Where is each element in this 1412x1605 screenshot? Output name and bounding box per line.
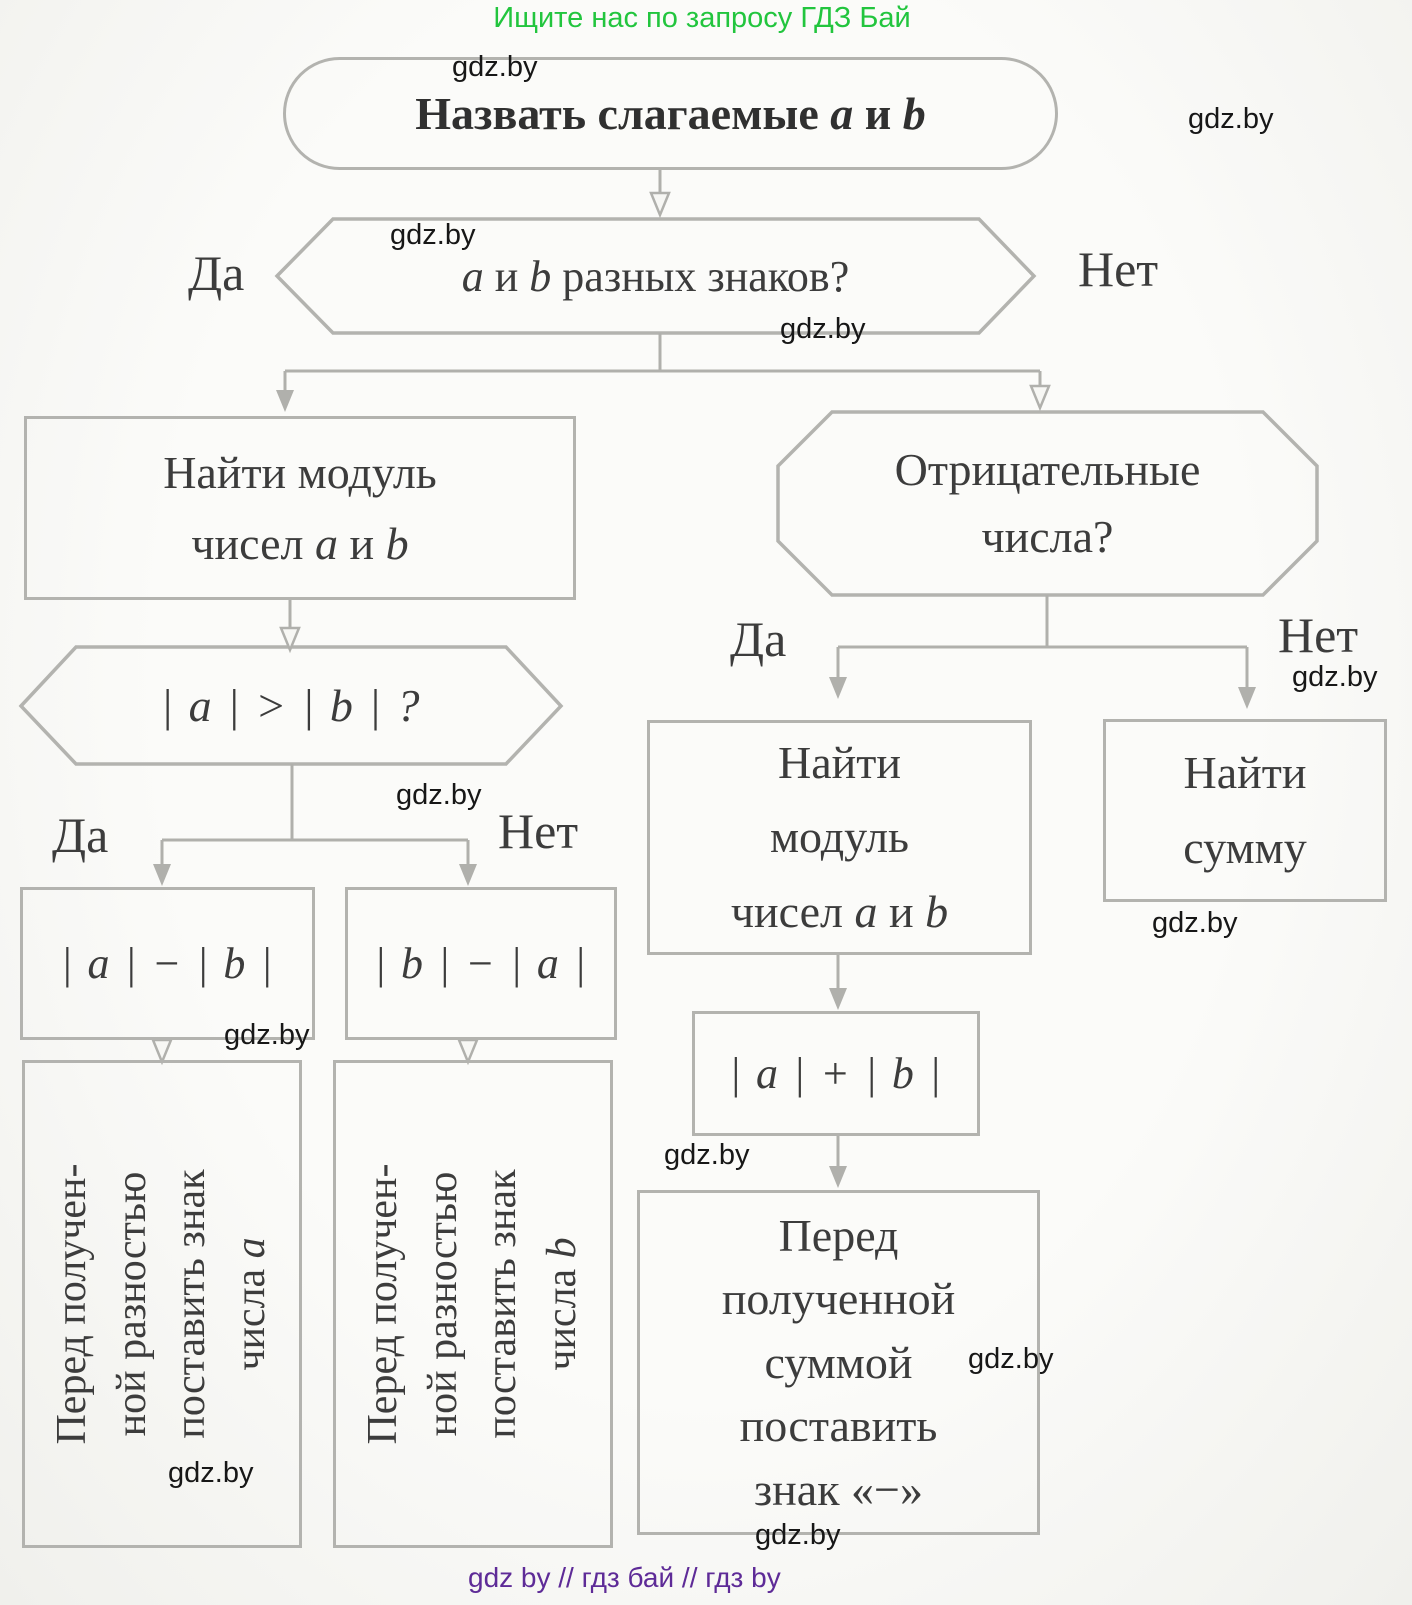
result-diff-b-box: | b | − | a | <box>345 887 617 1040</box>
watermark-inside-final-box: gdz.by <box>968 1343 1054 1375</box>
process-find-modules-left: Найти модуль чисел a и b <box>24 416 576 600</box>
result-sum-box: | a | + | b | <box>692 1011 980 1136</box>
yes-label-compare: Да <box>52 807 109 863</box>
decision-negative-octagon <box>776 410 1319 597</box>
yes-label-signs: Да <box>188 245 245 301</box>
no-label-negative: Нет <box>1278 607 1359 663</box>
process-find-modules-right: Найти модуль чисел a и b <box>647 720 1032 955</box>
diff-a-expression: | a | − | b | <box>60 939 275 988</box>
decision-negative-label: Отрицательные числа? <box>894 443 1201 562</box>
decision-signs-label: a и b разных знаков? <box>461 251 850 301</box>
watermark-mid-left: gdz.by <box>396 779 482 811</box>
watermark-start-box: gdz.by <box>452 51 538 83</box>
diff-b-expression: | b | − | a | <box>373 939 589 988</box>
watermark-under-no-negative: gdz.by <box>1292 661 1378 693</box>
compare-expression: | a | > | b | ? <box>160 680 422 731</box>
final-minus-sign-box: Перед полученной суммой поставить знак «… <box>637 1190 1040 1535</box>
decision-compare-label: | a | > | b | ? <box>21 647 561 764</box>
yes-label-negative: Да <box>730 611 787 667</box>
sign-of-a-box: Перед получен- ной разностью поставить з… <box>22 1060 302 1548</box>
watermark-hexagon-signs: gdz.by <box>390 219 476 251</box>
watermark-left-of-plus-box: gdz.by <box>664 1139 750 1171</box>
start-label: Назвать слагаемые a и b <box>415 88 926 139</box>
watermark-inside-sign-a-box: gdz.by <box>168 1457 254 1489</box>
watermark-below-hexagon-signs: gdz.by <box>780 313 866 345</box>
watermark-top-right: gdz.by <box>1188 103 1274 135</box>
result-diff-a-box: | a | − | b | <box>20 887 315 1040</box>
sign-of-b-box: Перед получен- ной разностью поставить з… <box>333 1060 613 1548</box>
watermark-below-diff-a: gdz.by <box>224 1019 310 1051</box>
no-label-signs: Нет <box>1078 241 1159 297</box>
decision-compare-hexagon <box>18 645 564 766</box>
process-find-modules-left-line2: чисел a и b <box>191 518 409 569</box>
decision-signs-hexagon <box>274 217 1037 335</box>
watermark-below-sum-box: gdz.by <box>1152 907 1238 939</box>
connector-arrowheads <box>151 191 1256 1188</box>
process-find-sum-box: Найти сумму <box>1103 719 1387 902</box>
decision-shape-outlines <box>18 217 1319 766</box>
no-label-compare: Нет <box>498 803 579 859</box>
start-node: Назвать слагаемые a и b <box>283 57 1058 170</box>
watermark-below-final-box: gdz.by <box>755 1519 841 1551</box>
promo-banner: Ищите нас по запросу ГДЗ Бай <box>493 2 911 34</box>
process-find-modules-left-line1: Найти модуль <box>163 446 437 498</box>
footer-watermark: gdz by // гдз бай // гдз by <box>468 1562 781 1593</box>
sign-of-b-text: Перед получен- ной разностью поставить з… <box>359 1163 585 1445</box>
sum-expression: | a | + | b | <box>728 1049 944 1098</box>
